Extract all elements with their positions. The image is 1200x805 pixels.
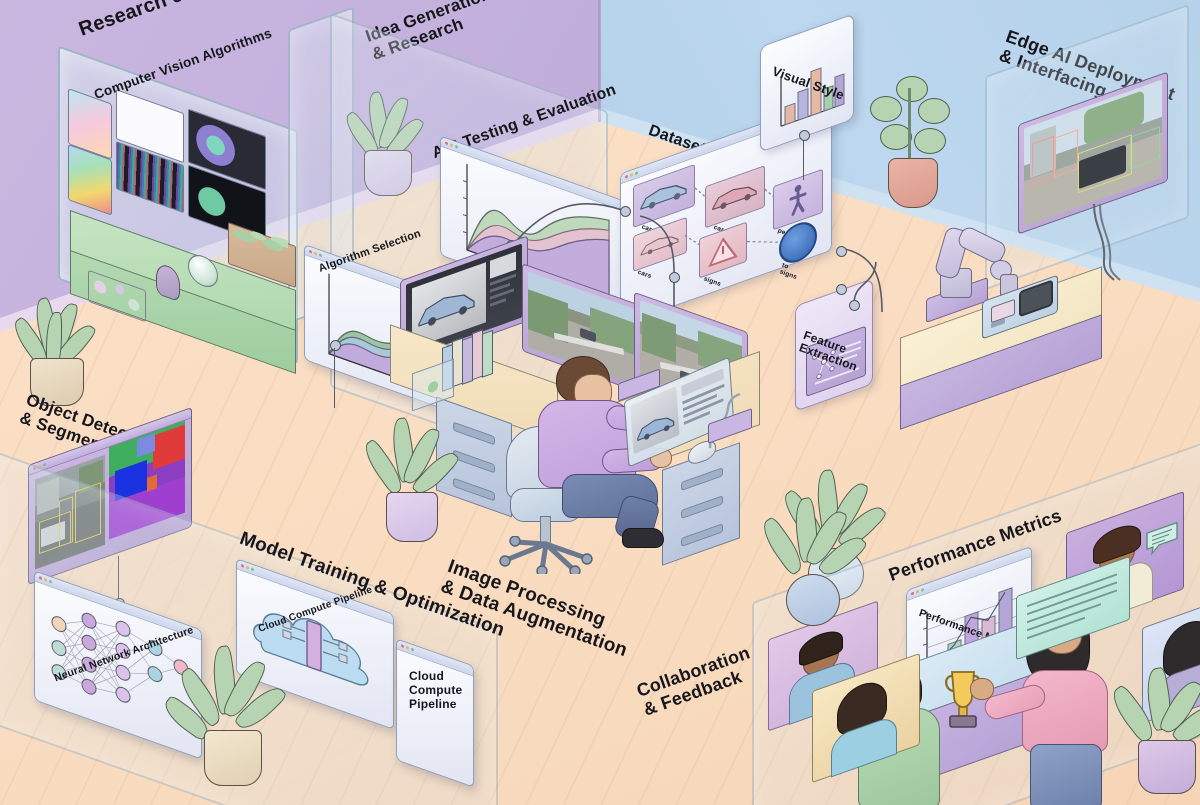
plant-pot xyxy=(786,574,840,626)
minimize-icon[interactable] xyxy=(450,142,453,148)
chair-base xyxy=(499,536,593,574)
monitor-left[interactable] xyxy=(400,235,528,367)
video-tile-3[interactable] xyxy=(1066,491,1184,631)
cloud-pipeline-diagram xyxy=(253,613,369,686)
close-icon[interactable] xyxy=(241,563,244,568)
panel-feature-extraction[interactable]: Feature Extraction xyxy=(795,278,873,412)
warning-sign-icon xyxy=(708,237,738,268)
maximize-icon[interactable] xyxy=(455,144,458,149)
plant-desk-left xyxy=(358,416,461,558)
panel-title-cloud-pipeline-tall: Cloud Compute Pipeline xyxy=(409,668,463,711)
maximize-icon[interactable] xyxy=(319,253,322,258)
connector-wire xyxy=(334,348,335,408)
person-shoe xyxy=(622,528,664,548)
presenter-hand xyxy=(970,678,994,700)
plant-idea-zone xyxy=(340,90,426,212)
plant-edge-ai xyxy=(862,72,962,222)
minimize-icon[interactable] xyxy=(246,565,249,570)
feature-extraction-node xyxy=(849,300,860,311)
minimize-icon[interactable] xyxy=(314,251,317,256)
close-icon[interactable] xyxy=(401,643,404,649)
dataset-item[interactable] xyxy=(633,163,695,228)
maximize-icon[interactable] xyxy=(49,579,52,584)
minimize-icon[interactable] xyxy=(916,589,919,594)
close-icon[interactable] xyxy=(911,591,914,596)
plant-performance-zone xyxy=(756,496,869,642)
maximize-icon[interactable] xyxy=(251,567,254,572)
presenter-legs xyxy=(1030,744,1102,805)
object-detection-wire xyxy=(118,556,119,604)
plant-model-training xyxy=(159,644,288,796)
plant-pot xyxy=(204,730,262,786)
maximize-icon[interactable] xyxy=(43,462,46,467)
panel-cloud-pipeline-wide[interactable]: Cloud Compute Pipeline xyxy=(236,558,394,730)
car-icon xyxy=(712,186,757,211)
close-icon[interactable] xyxy=(309,249,312,254)
connector-node xyxy=(836,284,847,295)
plant-pot xyxy=(888,158,938,208)
connector-node xyxy=(620,206,631,217)
connector-node xyxy=(836,246,847,257)
central-workspace xyxy=(390,235,840,580)
pedestrian-icon xyxy=(789,184,807,216)
feature-extraction-visual xyxy=(806,325,866,397)
panel-neural-network[interactable]: Neural Network Architecture xyxy=(34,570,202,760)
minimize-icon[interactable] xyxy=(44,577,47,582)
plant-pot xyxy=(364,150,412,196)
close-icon[interactable] xyxy=(445,141,448,146)
trophy-2 xyxy=(940,668,986,734)
car-icon xyxy=(637,417,675,442)
plant-pot xyxy=(1138,740,1196,794)
visual-style-chart xyxy=(780,67,845,127)
monitor-left-screen xyxy=(406,243,522,359)
chat-bubble-icon xyxy=(1146,521,1178,556)
plant-pot xyxy=(386,492,438,542)
car-icon xyxy=(640,185,687,210)
graph-nodes-icon xyxy=(812,349,836,380)
feature-extraction-wire xyxy=(853,261,877,305)
visual-style-wire xyxy=(803,134,804,180)
edge-ai-cable xyxy=(1093,203,1121,281)
connector-node xyxy=(330,340,341,351)
dataset-item[interactable] xyxy=(699,221,747,279)
plant-bottom-right xyxy=(1105,666,1200,805)
maximize-icon[interactable] xyxy=(411,647,414,652)
plant-pot xyxy=(30,358,84,406)
connector-node xyxy=(669,272,680,283)
dataset-item[interactable] xyxy=(773,168,823,231)
presenter-torso xyxy=(1022,670,1108,752)
dataset-connectors xyxy=(684,187,780,246)
close-icon[interactable] xyxy=(39,576,42,581)
wall-corner xyxy=(598,0,601,122)
graphics-tablet[interactable] xyxy=(623,356,735,468)
panel-visual-style[interactable]: Visual Style xyxy=(760,13,854,153)
visual-style-node xyxy=(799,130,810,141)
plant-research-left xyxy=(8,296,100,416)
dataset-item[interactable] xyxy=(705,165,765,229)
minimize-icon[interactable] xyxy=(406,645,409,650)
neural-network-diagram xyxy=(51,612,189,703)
robotic-arm[interactable] xyxy=(916,212,1026,323)
maximize-icon[interactable] xyxy=(921,587,924,592)
